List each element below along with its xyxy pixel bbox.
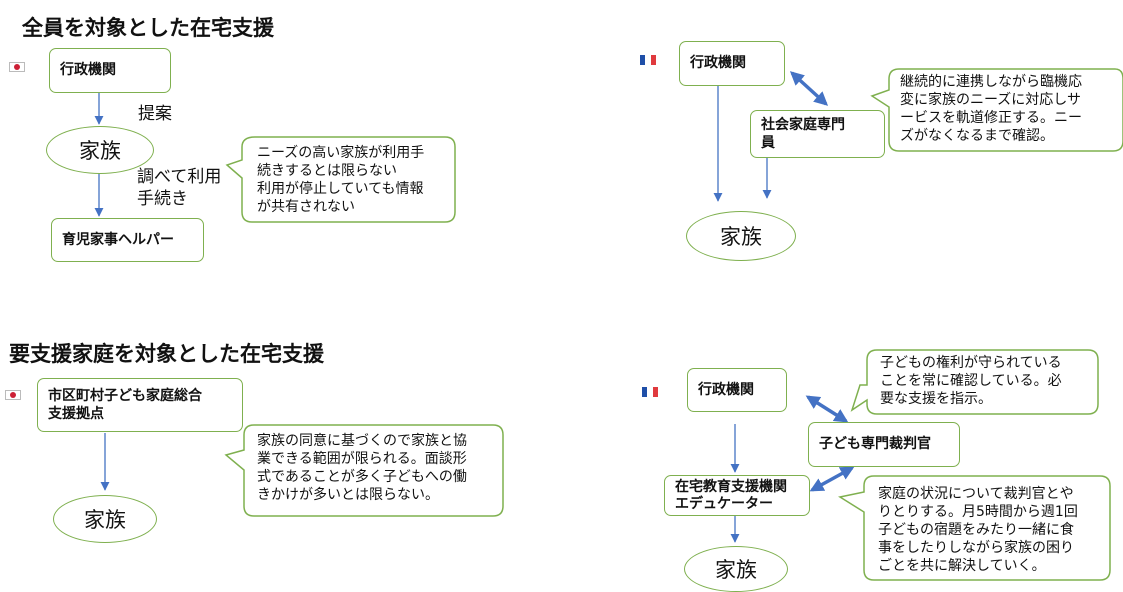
section2-title: 要支援家庭を対象とした在宅支援	[9, 342, 324, 366]
fr2-note-bottom: 家庭の状況について裁判官とや りとりする。月5時間から週1回 子どもの宿題をみた…	[878, 485, 1108, 575]
callout-fr2-bottom-bubble	[838, 475, 1111, 581]
fr1-note: 継続的に連携しながら臨機応 変に家族のニーズに対応しサ ービスを軌道修正する。ニ…	[900, 73, 1116, 145]
jp2-center-line-2: 支援拠点	[48, 406, 104, 422]
proposal-label: 提案	[138, 104, 172, 124]
callout-fr2-top-bubble	[850, 349, 1099, 415]
educator-line-2: エデュケーター	[675, 495, 773, 512]
educator-line-1: 在宅教育支援機関	[675, 478, 787, 495]
jp1-note-line-2: 続きするとは限らない	[257, 163, 397, 179]
fr2-note-top-line-1: 子どもの権利が守られている	[880, 355, 1062, 371]
jp1-note-line-1: ニーズの高い家族が利用手	[257, 145, 425, 161]
fr2-family-label: 家族	[715, 558, 757, 582]
fr2-note-bottom-line-4: 事をしたりしながら家族の困り	[878, 540, 1074, 556]
educator-box: 在宅教育支援機関 エデュケーター	[664, 475, 810, 516]
social-worker-box: 社会家庭専門 員	[750, 110, 885, 158]
jp1-note-line-3: 利用が停止していても情報	[257, 181, 424, 197]
japan-flag-icon	[9, 62, 25, 72]
helper-box: 育児家事ヘルパー	[51, 218, 204, 262]
double-arrow-agency-judge	[805, 395, 849, 423]
research-line-2: 手続き	[137, 189, 188, 209]
research-line-1: 調べて利用	[137, 167, 222, 187]
jp2-note-line-2: 業できる範囲が限られる。面談形	[257, 451, 467, 467]
fr1-family-label: 家族	[720, 225, 762, 249]
judge-label: 子ども専門裁判官	[819, 436, 931, 452]
social-worker-line-2: 員	[761, 135, 775, 151]
fr1-note-line-1: 継続的に連携しながら臨機応	[900, 74, 1082, 90]
section1-title: 全員を対象とした在宅支援	[22, 16, 274, 40]
jp2-note-line-1: 家族の同意に基づくので家族と協	[257, 433, 467, 449]
japan-flag-icon	[5, 390, 21, 400]
callout-fr1-bubble	[870, 68, 1123, 152]
jp2-note-line-4: きかけが多いとは限らない。	[257, 487, 439, 503]
fr2-note-bottom-line-3: 子どもの宿題をみたり一緒に食	[878, 522, 1074, 538]
fr2-note-bottom-line-2: りとりする。月5時間から週1回	[878, 504, 1078, 520]
judge-box: 子ども専門裁判官	[808, 422, 960, 467]
jp2-family-label: 家族	[84, 508, 126, 532]
jp1-note: ニーズの高い家族が利用手 続きするとは限らない 利用が停止していても情報 が共有…	[257, 144, 453, 216]
fr1-agency-label: 行政機関	[690, 55, 746, 71]
jp2-note-line-3: 式であることが多く子どもへの働	[257, 469, 467, 485]
double-arrow-judge-educator	[809, 466, 855, 492]
fr2-note-bottom-line-1: 家庭の状況について裁判官とや	[878, 486, 1074, 502]
fr1-note-line-2: 変に家族のニーズに対応しサ	[900, 92, 1082, 108]
research-label: 調べて利用 手続き	[137, 166, 221, 210]
callout-jp2-bubble	[224, 424, 504, 517]
jp1-family-label: 家族	[79, 139, 121, 163]
jp2-center-line-1: 市区町村子ども家庭総合	[48, 388, 202, 404]
jp1-agency-box: 行政機関	[49, 48, 171, 93]
jp1-family-ellipse: 家族	[46, 126, 154, 174]
callout-jp1-bubble	[225, 136, 456, 223]
social-worker-line-1: 社会家庭専門	[761, 117, 845, 133]
fr2-family-ellipse: 家族	[684, 546, 788, 592]
fr1-note-line-3: ービスを軌道修正する。ニー	[900, 110, 1082, 126]
fr2-note-top: 子どもの権利が守られている ことを常に確認している。必 要な支援を指示。	[880, 354, 1094, 408]
jp1-note-line-4: が共有されない	[257, 199, 355, 215]
france-flag-icon	[640, 55, 656, 65]
jp1-agency-label: 行政機関	[60, 62, 116, 78]
fr1-note-line-4: ズがなくなるまで確認。	[900, 128, 1054, 144]
fr2-note-top-line-2: ことを常に確認している。必	[880, 373, 1062, 389]
france-flag-icon	[642, 387, 658, 397]
fr1-family-ellipse: 家族	[686, 211, 796, 261]
fr1-agency-box: 行政機関	[679, 41, 785, 86]
fr2-note-top-line-3: 要な支援を指示。	[880, 391, 992, 407]
double-arrow-agency-socialworker	[789, 71, 829, 106]
fr2-agency-label: 行政機関	[698, 381, 754, 398]
helper-label: 育児家事ヘルパー	[62, 231, 174, 248]
jp2-note: 家族の同意に基づくので家族と協 業できる範囲が限られる。面談形 式であることが多…	[257, 432, 497, 504]
fr2-agency-box: 行政機関	[687, 368, 787, 412]
jp2-center-box: 市区町村子ども家庭総合 支援拠点	[37, 378, 243, 432]
fr2-note-bottom-line-5: ごとを共に解決していく。	[878, 558, 1046, 574]
jp2-family-ellipse: 家族	[53, 495, 157, 543]
